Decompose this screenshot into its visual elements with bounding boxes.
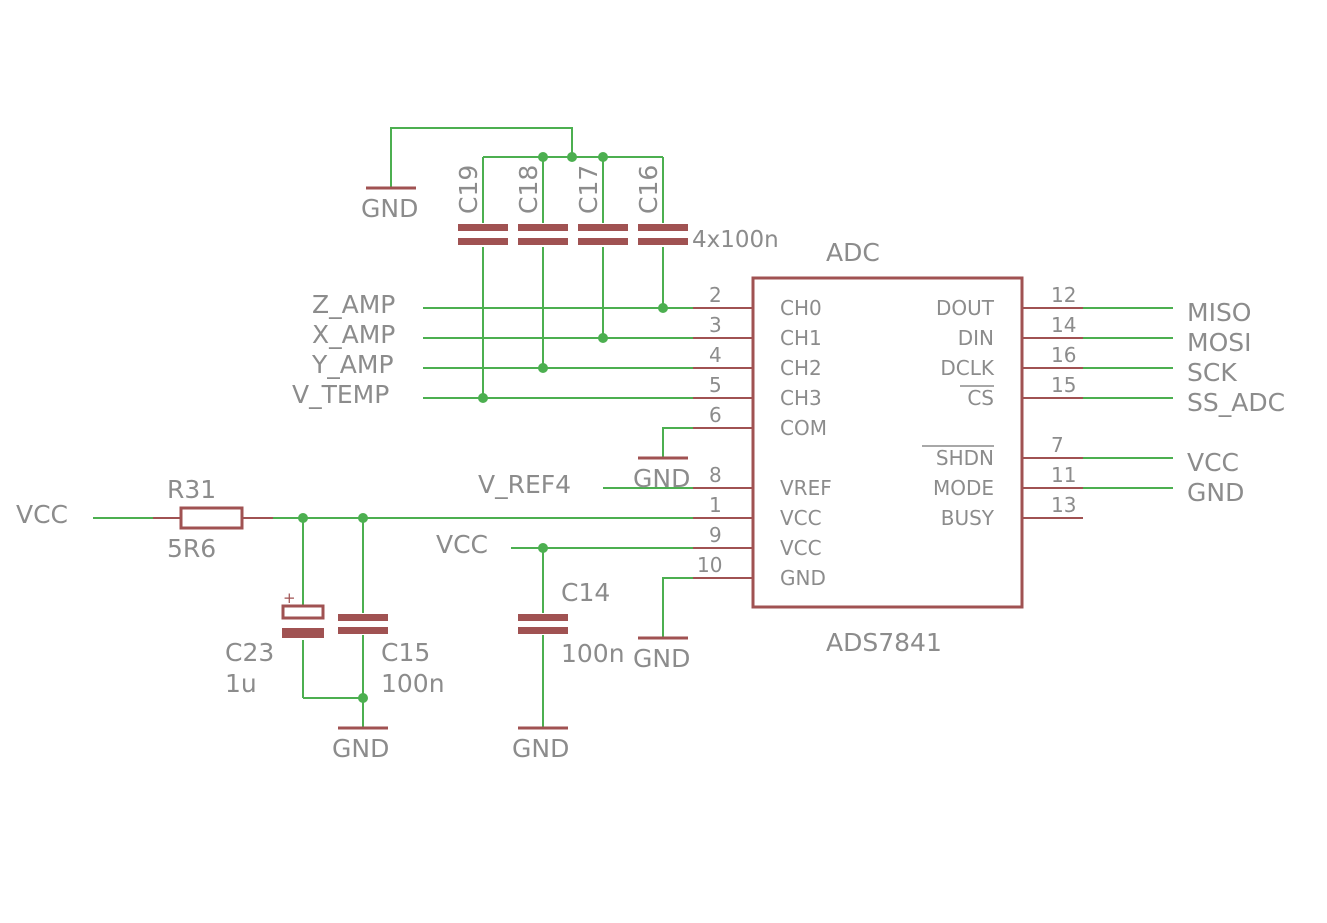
pin-num: 15 [1051,373,1076,397]
net-vcc-left: VCC [16,500,68,529]
pin-num: 2 [709,283,722,307]
pin-num: 10 [697,553,722,577]
r31-value: 5R6 [167,534,216,563]
capacitor-c23 [281,604,325,638]
pin-name: CH0 [780,296,822,320]
pin-num: 16 [1051,343,1076,367]
c15-value: 100n [381,669,445,698]
net-mosi: MOSI [1187,328,1252,357]
r31-name: R31 [167,475,216,504]
capacitor-c15 [338,614,388,634]
gnd-label-com: GND [633,464,690,493]
pin-num: 7 [1051,433,1064,457]
net-ss-adc: SS_ADC [1187,388,1285,417]
net-sck: SCK [1187,358,1237,387]
pin-name: DCLK [940,356,995,380]
gnd-label-c14: GND [512,734,569,763]
cap-c17-name: C17 [574,165,603,214]
net-z-amp: Z_AMP [312,290,395,319]
pin-num: 13 [1051,493,1076,517]
gnd-symbols [338,186,688,730]
net-x-amp: X_AMP [312,320,395,349]
pin-num: 12 [1051,283,1076,307]
c15-name: C15 [381,638,430,667]
pin-num: 6 [709,403,722,427]
pin-name: VCC [780,536,822,560]
pin-name: CH1 [780,326,822,350]
pin-name: BUSY [941,506,995,530]
pin-num: 1 [709,493,722,517]
cap-c18-name: C18 [514,165,543,214]
pin-num: 3 [709,313,722,337]
adc-name: ADC [826,238,880,267]
adc-right-pin-lines [1022,307,1083,519]
top-capacitors [458,224,688,245]
pin-name: COM [780,416,827,440]
c23-polarity: + [283,589,296,607]
wires [93,127,1173,728]
adc-body [751,276,1024,609]
capacitor-c14 [518,614,568,634]
c23-value: 1u [225,669,257,698]
pin-name: DIN [958,326,994,350]
adc-left-pin-lines [693,307,753,579]
pin-name: VCC [780,506,822,530]
adc-part: ADS7841 [826,628,942,657]
resistor-r31 [153,506,273,530]
pin-name: SHDN [936,446,994,470]
net-vcc-mid: VCC [436,530,488,559]
caps-top-value: 4x100n [692,227,779,253]
cap-c19-name: C19 [454,165,483,214]
pin-num: 9 [709,523,722,547]
c14-value: 100n [561,639,625,668]
pin-num: 5 [709,373,722,397]
net-vcc-right: VCC [1187,448,1239,477]
pin-name: MODE [933,476,994,500]
pin-name: DOUT [936,296,995,320]
c14-name: C14 [561,578,610,607]
net-y-amp: Y_AMP [311,350,394,379]
junction-dots [298,152,668,703]
pin-num: 14 [1051,313,1076,337]
pin-num: 4 [709,343,722,367]
c23-name: C23 [225,638,274,667]
net-v-ref4: V_REF4 [478,470,571,499]
cap-c16-name: C16 [634,165,663,214]
pin-name: GND [780,566,826,590]
pin-num: 11 [1051,463,1076,487]
gnd-label-pin10: GND [633,644,690,673]
pin-name: CH2 [780,356,822,380]
net-miso: MISO [1187,298,1252,327]
pin-name: CH3 [780,386,822,410]
pin-name: CS [967,386,994,410]
pin-name: VREF [780,476,832,500]
gnd-label-top: GND [361,194,418,223]
net-v-temp: V_TEMP [292,380,389,409]
gnd-label-c15: GND [332,734,389,763]
net-gnd-right: GND [1187,478,1244,507]
pin-num: 8 [709,463,722,487]
